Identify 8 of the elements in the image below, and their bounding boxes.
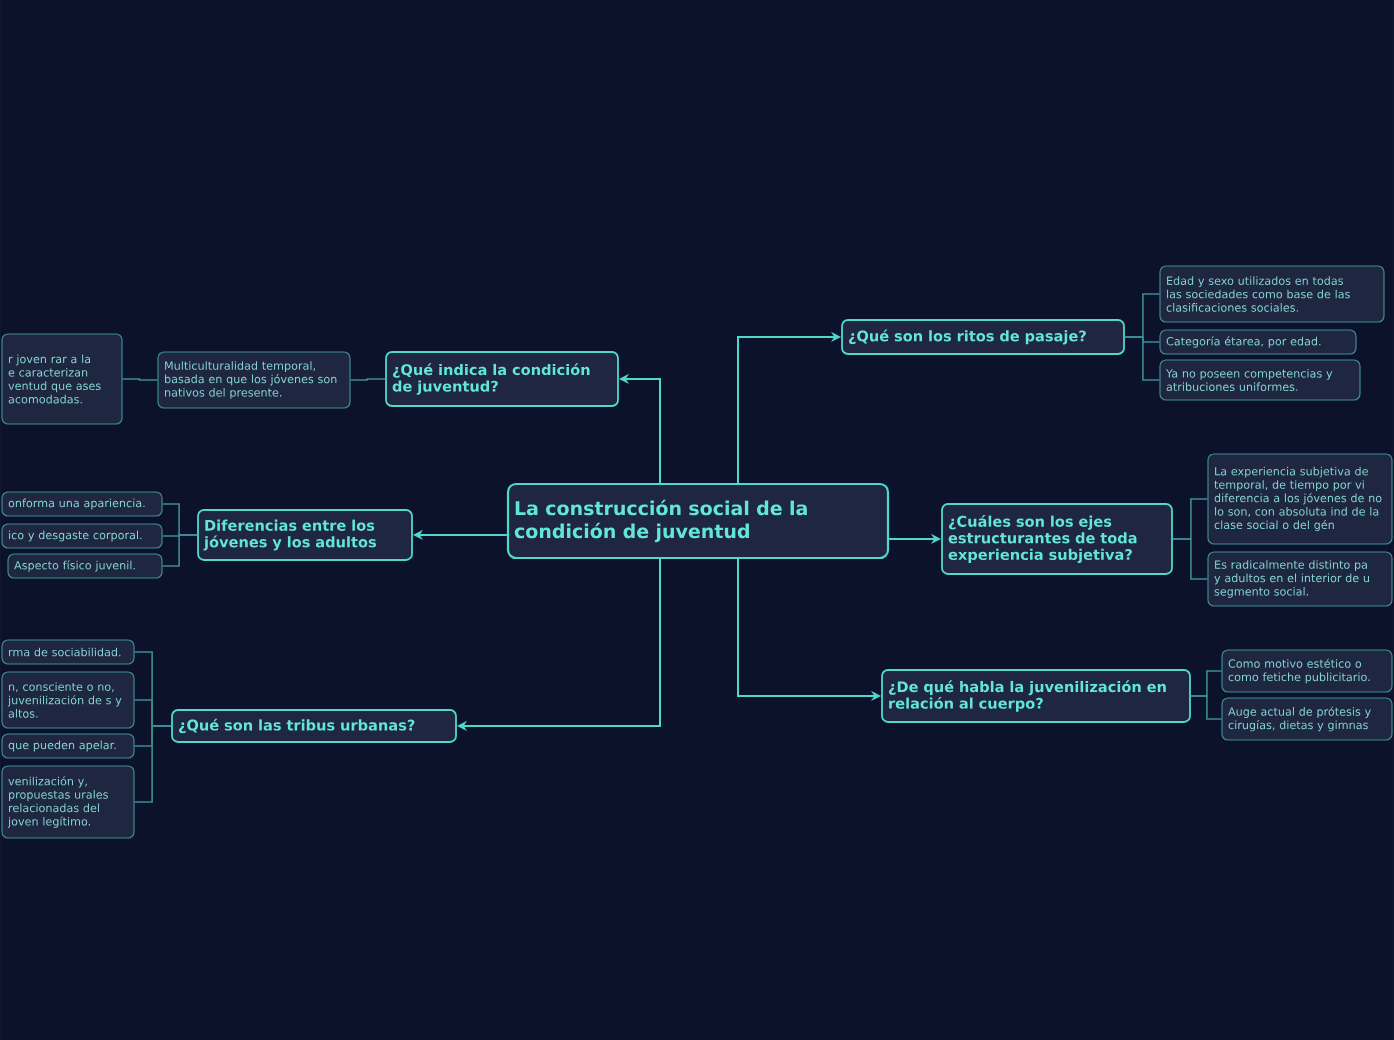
connector-line [1190, 695, 1223, 720]
connector-line [133, 725, 172, 803]
connector-line [161, 534, 198, 567]
connector-line [121, 378, 159, 381]
connector-line [1124, 336, 1161, 381]
central-topic-box: La construcción social de la condición de juventud [506, 482, 890, 560]
connector-line [349, 378, 386, 381]
connector-line [1172, 538, 1209, 580]
